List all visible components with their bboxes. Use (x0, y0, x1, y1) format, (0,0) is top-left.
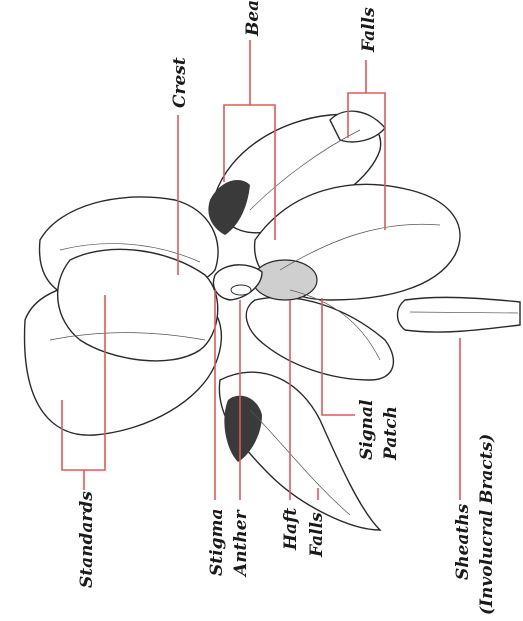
label-crest: Crest (170, 57, 190, 108)
label-sheaths: Sheaths (453, 503, 473, 580)
label-bracts: (Involucral Bracts) (477, 434, 497, 615)
label-patch: Patch (381, 406, 401, 461)
label-standards: Standards (77, 491, 97, 588)
label-haft: Haft (281, 508, 301, 551)
falls-petal-bottom-2 (246, 297, 393, 380)
anther-tip (231, 285, 251, 295)
label-stigma: Stigma (207, 509, 227, 576)
label-signal: Signal (357, 399, 377, 460)
iris-flower-drawing (25, 111, 520, 530)
signal-patch-shape (253, 260, 317, 300)
label-falls-top: Falls (359, 7, 379, 53)
label-beard: Beard (243, 0, 263, 37)
label-anther: Anther (231, 509, 251, 578)
sheaths-shape (398, 297, 521, 332)
label-falls-bottom: Falls (307, 512, 327, 558)
